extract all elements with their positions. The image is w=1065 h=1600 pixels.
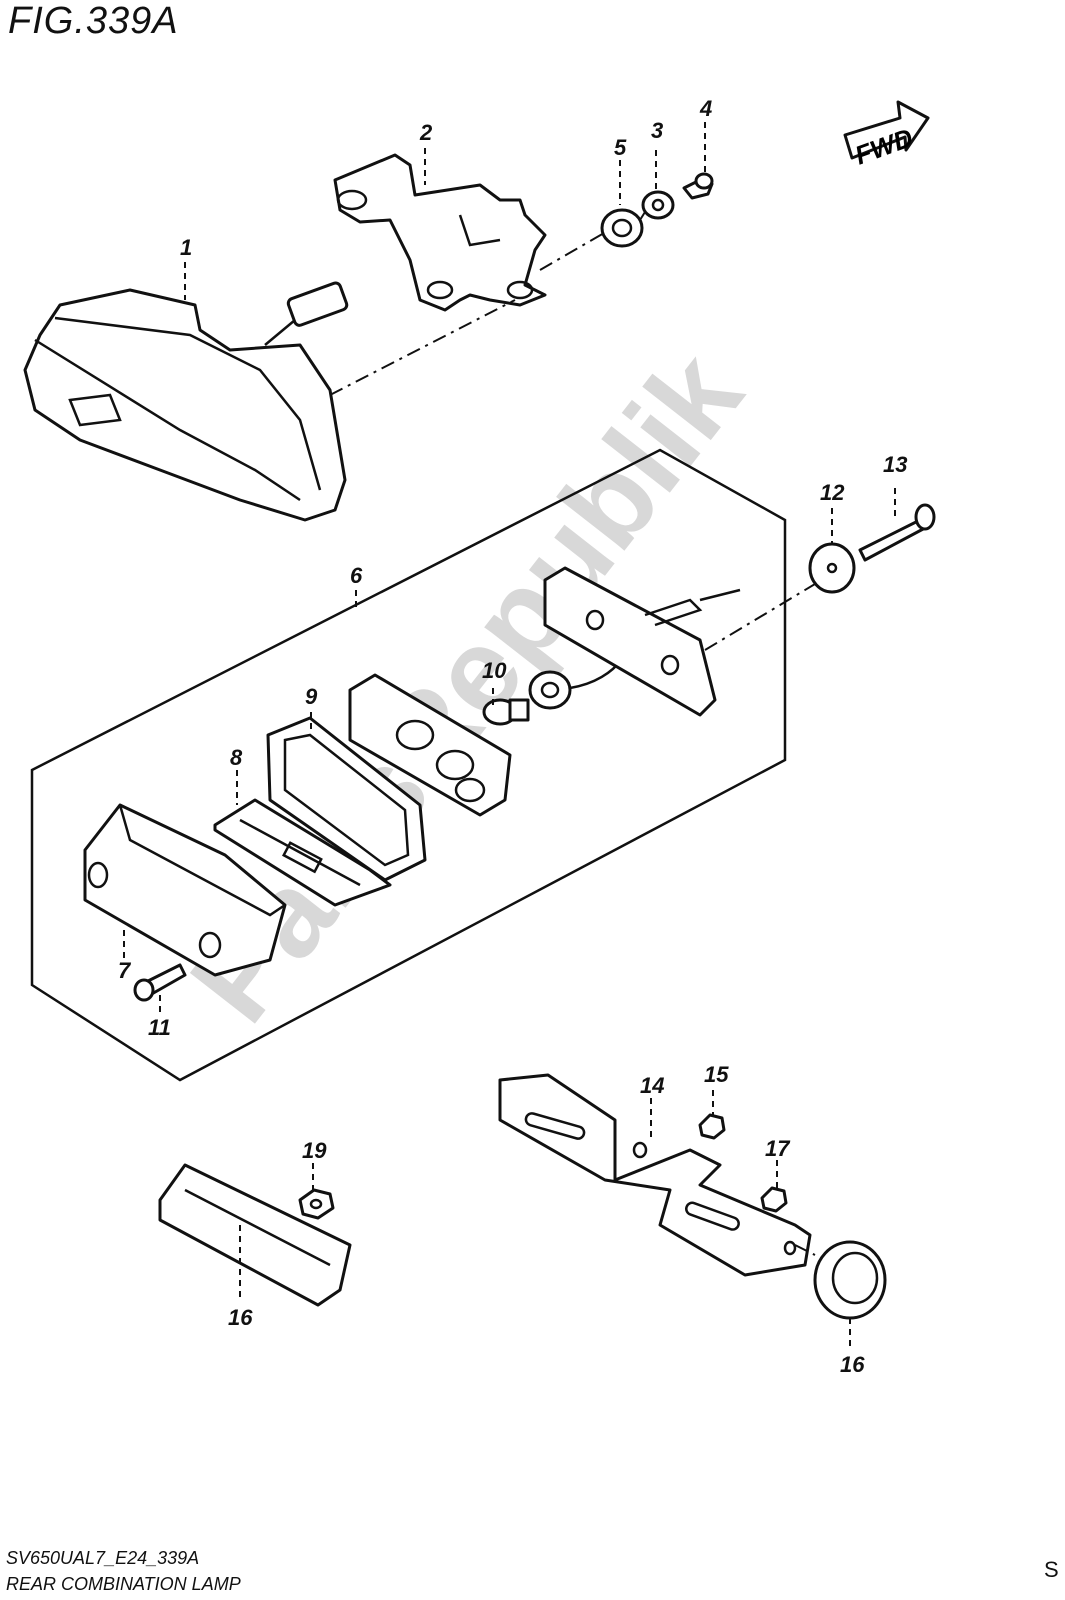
callout-14: 14 xyxy=(640,1073,664,1098)
part-14-bracket xyxy=(498,1073,812,1277)
callout-9: 9 xyxy=(305,684,318,709)
part-10-bulb xyxy=(482,698,530,726)
rear-cover-plate xyxy=(543,566,741,717)
callout-11: 11 xyxy=(148,1015,171,1040)
part-12-washer xyxy=(808,542,856,594)
callout-7: 7 xyxy=(118,958,132,983)
part-8-gasket xyxy=(213,798,392,907)
part-6-assembly-outline xyxy=(30,448,787,1082)
part-4-screw xyxy=(682,172,714,200)
callout-6: 6 xyxy=(350,563,363,588)
callout-10: 10 xyxy=(482,658,507,683)
part-3-washer xyxy=(641,190,675,220)
callout-3: 3 xyxy=(651,118,663,143)
model-code: SV650UAL7_E24_339A xyxy=(6,1548,200,1568)
page-mark: S xyxy=(1044,1557,1059,1582)
part-15-nut xyxy=(698,1113,726,1140)
callout-5: 5 xyxy=(614,135,627,160)
callout-13: 13 xyxy=(883,452,907,477)
callout-15: 15 xyxy=(704,1062,729,1087)
callout-17: 17 xyxy=(765,1136,791,1161)
callout-1: 1 xyxy=(180,235,192,260)
section-title: REAR COMBINATION LAMP xyxy=(6,1574,241,1594)
fwd-arrow-icon: FWD xyxy=(843,100,930,171)
part-5-grommet xyxy=(600,208,644,248)
callout-8: 8 xyxy=(230,745,243,770)
part-19-nut xyxy=(298,1188,335,1220)
callout-19: 19 xyxy=(302,1138,327,1163)
lamp-socket-board xyxy=(348,673,512,817)
callout-12: 12 xyxy=(820,480,845,505)
figure-title: FIG.339A xyxy=(8,0,179,42)
part-2-bracket xyxy=(333,153,547,312)
part-13-bolt xyxy=(858,503,936,562)
callout-4: 4 xyxy=(699,96,712,121)
callout-16-rect: 16 xyxy=(228,1305,253,1330)
part-16-rect-reflector xyxy=(158,1163,352,1307)
part-11-screw xyxy=(133,963,187,1002)
part-16-round-reflector xyxy=(813,1240,887,1320)
part-17-nut xyxy=(760,1186,788,1213)
callout-16-round: 16 xyxy=(840,1352,865,1377)
part-1-lamp-housing xyxy=(23,281,349,522)
callout-2: 2 xyxy=(419,120,433,145)
part-7-lens xyxy=(83,803,287,977)
leader-lines xyxy=(123,122,896,1350)
